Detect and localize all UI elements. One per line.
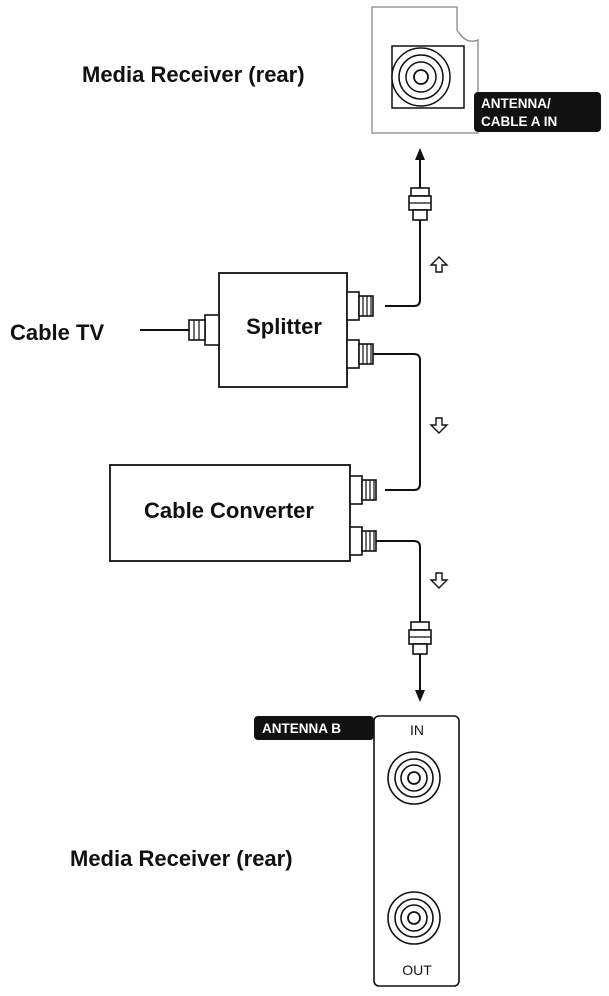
coax-plug-bottom [408, 621, 432, 655]
splitter-output-2-jack [346, 339, 374, 369]
antenna-tag-line2: CABLE A IN [481, 114, 557, 129]
cable-splitter-to-receiver-a [385, 148, 448, 307]
arrow-down-icon [430, 572, 448, 589]
antenna-tag-line1: ANTENNA/ [481, 96, 551, 111]
antenna-b-tag [254, 716, 374, 740]
splitter-label: Splitter [246, 314, 322, 339]
cable-converter-box: Cable Converter [109, 464, 377, 562]
out-port-label: OUT [402, 962, 432, 978]
splitter-input-jack [188, 314, 220, 346]
splitter-output-1-jack [346, 291, 374, 321]
arrow-down-icon [430, 417, 448, 434]
top-receiver-label: Media Receiver (rear) [82, 62, 305, 87]
arrow-up-icon [430, 256, 448, 273]
antenna-b-out-port [387, 891, 441, 945]
splitter-box: Splitter [188, 272, 374, 388]
converter-output-jack [349, 526, 377, 556]
coax-plug-top [408, 187, 432, 221]
antenna-cable-a-in-port [391, 45, 465, 109]
cable-converter-label: Cable Converter [144, 498, 314, 523]
bottom-receiver-label: Media Receiver (rear) [70, 846, 293, 871]
cable-converter-to-receiver-b [376, 540, 448, 702]
antenna-b-in-port [387, 751, 441, 805]
top-receiver-panel: ANTENNA/ CABLE A IN [371, 6, 601, 134]
antenna-cable-a-tag [474, 92, 601, 132]
cable-splitter-to-converter [373, 353, 448, 491]
bottom-receiver-panel: IN OUT [373, 715, 460, 987]
converter-input-jack [349, 475, 377, 505]
cable-tv-label: Cable TV [10, 320, 104, 345]
in-port-label: IN [410, 722, 424, 738]
antenna-b-tag-text: ANTENNA B [262, 721, 341, 736]
